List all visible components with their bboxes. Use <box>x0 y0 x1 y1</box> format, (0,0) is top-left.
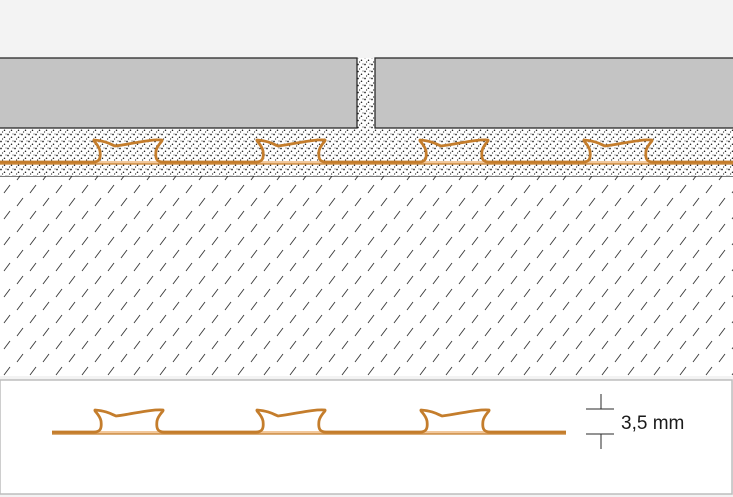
thickness-label: 3,5 mm <box>621 413 684 434</box>
membrane-fleece <box>52 431 566 434</box>
substrate-hatch <box>0 176 733 376</box>
background-top <box>0 0 733 58</box>
detail-panel <box>0 379 733 495</box>
membrane-profile <box>0 138 733 164</box>
tile-left <box>0 57 358 129</box>
mortar-bed-dots <box>0 128 733 176</box>
thickness-dimension <box>586 394 614 449</box>
membrane-profile <box>52 408 566 434</box>
tile-right <box>374 57 733 129</box>
membrane-detail <box>52 408 566 435</box>
grout-joint-dots <box>357 58 375 130</box>
membrane-in-assembly <box>0 138 733 165</box>
